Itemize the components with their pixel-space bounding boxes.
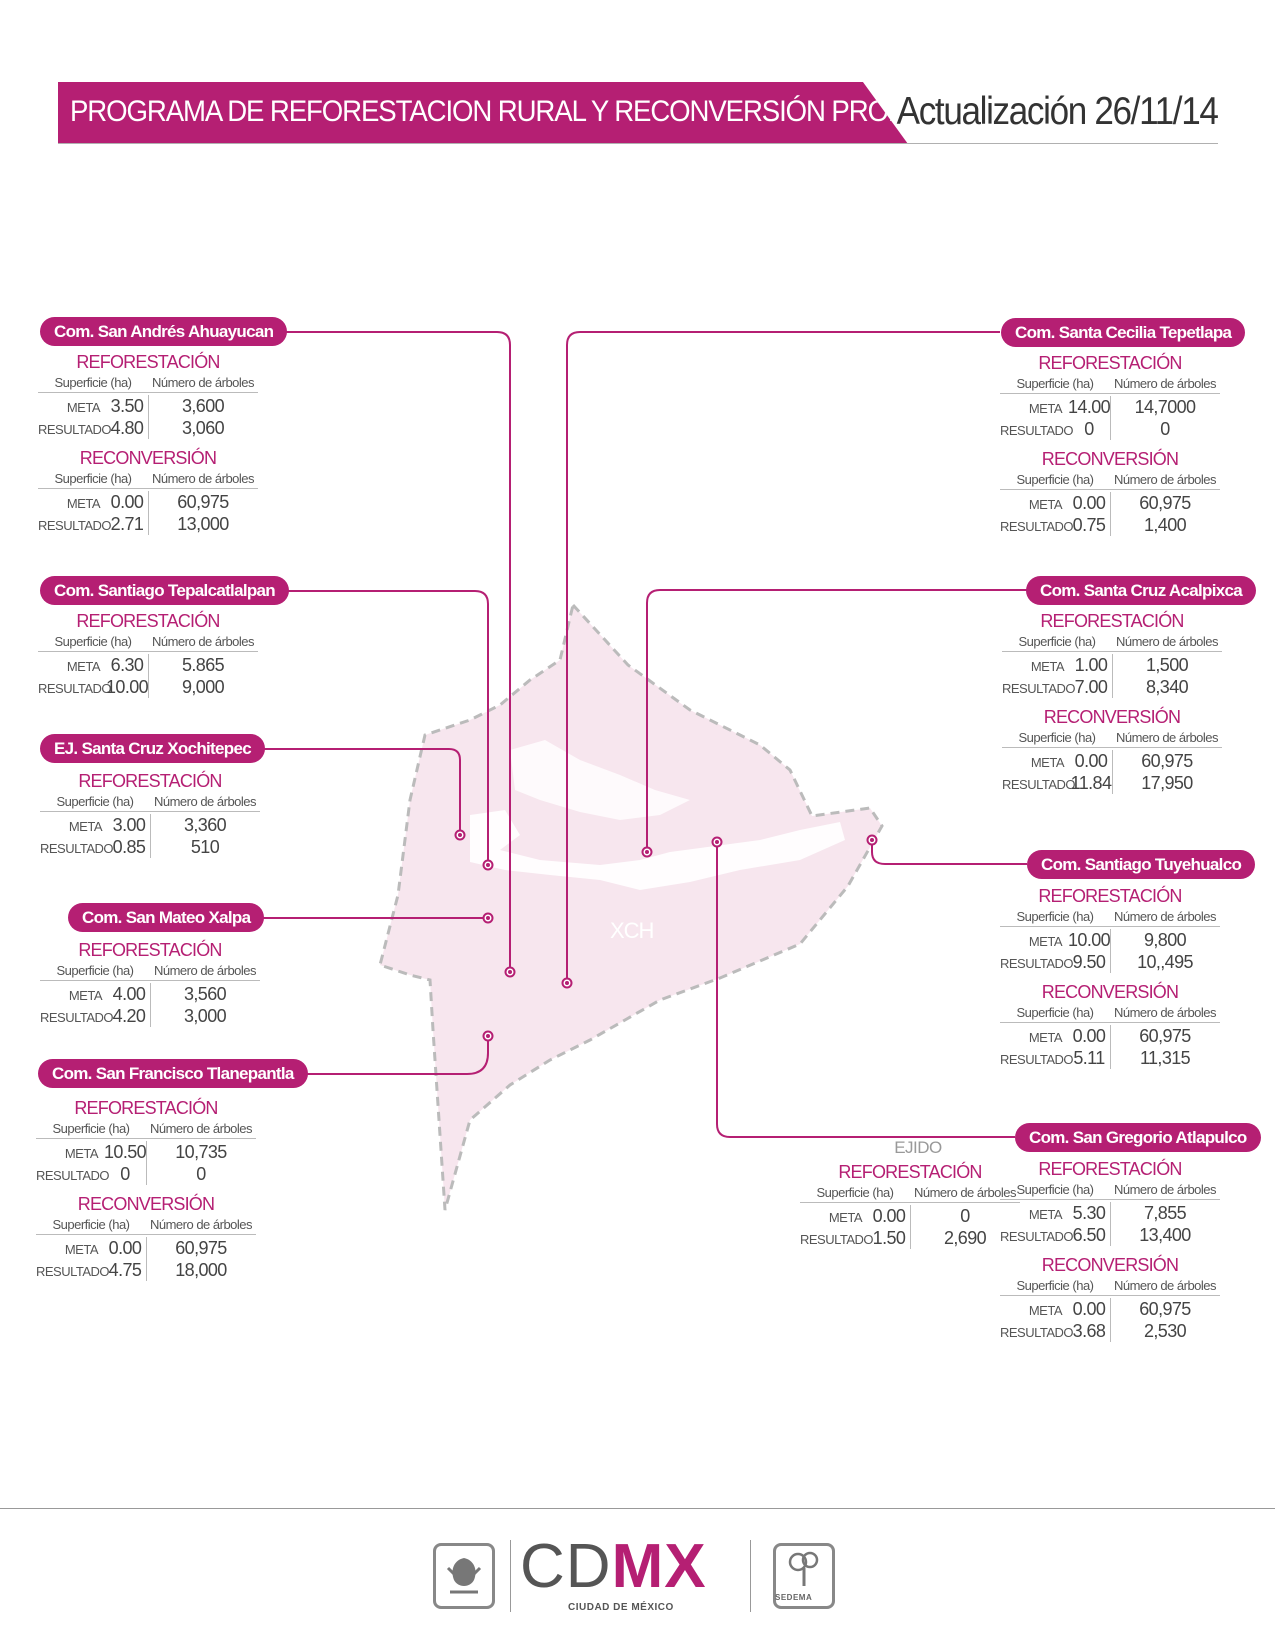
block-atlapulco: REFORESTACIÓN Superficie (ha)Número de á… <box>1000 1158 1220 1350</box>
page-title: PROGRAMA DE REFORESTACION RURAL Y RECONV… <box>70 95 1000 128</box>
section-reconversion: RECONVERSIÓN Superficie (ha)Número de ár… <box>1000 1254 1220 1344</box>
block-tuyehualco: REFORESTACIÓN Superficie (ha)Número de á… <box>1000 885 1220 1077</box>
connector-atlapulco <box>716 842 1015 1138</box>
footer-separator <box>510 1540 511 1612</box>
map-region-shape <box>378 601 884 1211</box>
block-tepetlapa: REFORESTACIÓN Superficie (ha)Número de á… <box>1000 352 1220 544</box>
section-reforestacion: REFORESTACIÓN Superficie (ha)Número de á… <box>40 770 260 860</box>
section-reforestacion: REFORESTACIÓN Superficie (ha)Número de á… <box>800 1161 1020 1251</box>
ejido-label: EJIDO <box>894 1138 942 1157</box>
connector-san-andres <box>255 331 511 972</box>
connector-tepalcatlalpan <box>270 590 489 865</box>
block-acalpixca: REFORESTACIÓN Superficie (ha)Número de á… <box>1002 610 1222 802</box>
footer-separator-2 <box>750 1540 751 1612</box>
header-divider <box>58 143 1218 144</box>
update-date: Actualización 26/11/14 <box>897 90 1219 133</box>
connector-xochitepec <box>255 748 461 835</box>
footer-divider <box>0 1508 1275 1509</box>
sedema-logo <box>773 1543 835 1609</box>
map-region-label: XCH <box>610 918 654 943</box>
connector-acalpixca <box>646 589 1030 852</box>
pill-tuyehualco: Com. Santiago Tuyehualco <box>1027 850 1256 879</box>
section-reconversion: RECONVERSIÓN Superficie (ha)Número de ár… <box>36 1193 256 1283</box>
pill-acalpixca: Com. Santa Cruz Acalpixca <box>1026 576 1256 605</box>
cdmx-logo: CDMX <box>520 1532 707 1601</box>
section-reforestacion: REFORESTACIÓN Superficie (ha)Número de á… <box>1002 610 1222 700</box>
block-tlanepantla: REFORESTACIÓN Superficie (ha)Número de á… <box>36 1097 256 1289</box>
section-reforestacion: REFORESTACIÓN Superficie (ha)Número de á… <box>1000 352 1220 442</box>
section-reforestacion: REFORESTACIÓN Superficie (ha)Número de á… <box>1000 885 1220 975</box>
section-reforestacion: REFORESTACIÓN Superficie (ha)Número de á… <box>36 1097 256 1187</box>
section-reconversion: RECONVERSIÓN Superficie (ha)Número de ár… <box>1002 706 1222 796</box>
cdmx-subtitle: CIUDAD DE MÉXICO <box>568 1602 674 1613</box>
pill-atlapulco: Com. San Gregorio Atlapulco <box>1015 1123 1261 1152</box>
map-urban-area <box>470 810 845 890</box>
section-reforestacion: REFORESTACIÓN Superficie (ha)Número de á… <box>38 351 258 441</box>
block-tepalcatlalpan: REFORESTACIÓN Superficie (ha)Número de á… <box>38 610 258 706</box>
pill-xochitepec: EJ. Santa Cruz Xochitepec <box>40 734 265 763</box>
national-emblem-logo <box>433 1543 495 1609</box>
header-banner: PROGRAMA DE REFORESTACION RURAL Y RECONV… <box>58 82 908 144</box>
pill-tepetlapa: Com. Santa Cecilia Tepetlapa <box>1001 318 1246 347</box>
connector-tuyehualco <box>871 842 1027 865</box>
map-urban-area-2 <box>510 740 690 820</box>
pill-san-mateo: Com. San Mateo Xalpa <box>68 903 265 932</box>
section-reconversion: RECONVERSIÓN Superficie (ha)Número de ár… <box>1000 448 1220 538</box>
block-atlapulco-ejido: REFORESTACIÓN Superficie (ha)Número de á… <box>800 1161 1020 1257</box>
pill-tepalcatlalpan: Com. Santiago Tepalcatlalpan <box>40 576 289 605</box>
section-reforestacion: REFORESTACIÓN Superficie (ha)Número de á… <box>1000 1158 1220 1248</box>
block-san-andres: REFORESTACIÓN Superficie (ha)Número de á… <box>38 351 258 543</box>
pill-tlanepantla: Com. San Francisco Tlanepantla <box>38 1059 308 1088</box>
connector-tepetlapa <box>566 331 1000 983</box>
connector-tlanepantla <box>278 1036 489 1075</box>
pill-san-andres: Com. San Andrés Ahuayucan <box>40 317 288 346</box>
block-san-mateo: REFORESTACIÓN Superficie (ha)Número de á… <box>40 939 260 1035</box>
sedema-label: SEDEMA <box>775 1593 813 1602</box>
section-reconversion: RECONVERSIÓN Superficie (ha)Número de ár… <box>1000 981 1220 1071</box>
section-reforestacion: REFORESTACIÓN Superficie (ha)Número de á… <box>38 610 258 700</box>
section-reforestacion: REFORESTACIÓN Superficie (ha)Número de á… <box>40 939 260 1029</box>
section-reconversion: RECONVERSIÓN Superficie (ha)Número de ár… <box>38 447 258 537</box>
block-xochitepec: REFORESTACIÓN Superficie (ha)Número de á… <box>40 770 260 866</box>
